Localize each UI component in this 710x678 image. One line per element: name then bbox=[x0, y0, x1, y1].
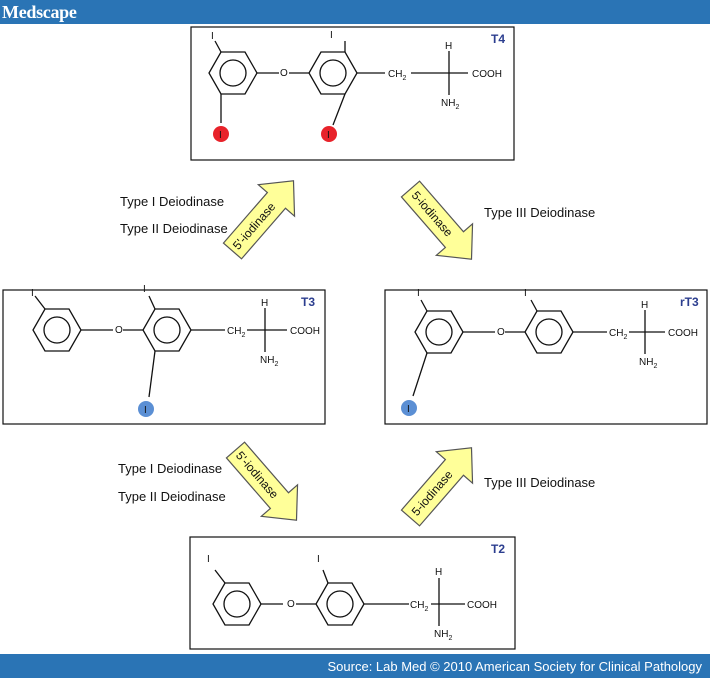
atom-hydrogen: H bbox=[435, 567, 442, 578]
atom-iodine: I bbox=[207, 554, 210, 565]
outer-ring-iodine-marker bbox=[213, 126, 229, 142]
atom-nh2: NH2 bbox=[441, 98, 459, 111]
molecule-box bbox=[2, 289, 326, 425]
atom-oxygen: O bbox=[287, 599, 295, 610]
inner-ring-iodine-marker bbox=[138, 401, 154, 417]
atom-oxygen: O bbox=[280, 68, 288, 79]
enzyme-label: Type I Deiodinase bbox=[120, 194, 224, 209]
atom-iodine: I bbox=[211, 31, 214, 42]
atom-hydrogen: H bbox=[261, 298, 268, 309]
header-bar: Medscape bbox=[0, 0, 710, 24]
atom-cooh: COOH bbox=[472, 69, 502, 80]
atom-ch2: CH2 bbox=[609, 328, 627, 341]
arrow-t4-to-rt3: 5-iodinase bbox=[400, 180, 474, 260]
atom-iodine: I bbox=[327, 130, 330, 141]
atom-iodine: I bbox=[407, 404, 410, 415]
molecule-t2: T2 I O I CH2 H COOH NH2 bbox=[189, 536, 516, 650]
atom-ch2: CH2 bbox=[227, 326, 245, 339]
atom-nh2: NH2 bbox=[260, 355, 278, 368]
atom-iodine: I bbox=[143, 284, 146, 295]
atom-iodine: I bbox=[144, 405, 147, 416]
inner-ring-iodine-marker bbox=[401, 400, 417, 416]
arrow-rt3-to-t2: 5-iodinase bbox=[400, 447, 474, 527]
atom-ch2: CH2 bbox=[388, 69, 406, 82]
molecule-t4: T4 I I O I I CH2 H COOH bbox=[190, 26, 515, 161]
molecule-name: T3 bbox=[301, 295, 315, 309]
atom-hydrogen: H bbox=[445, 41, 452, 52]
atom-iodine: I bbox=[219, 130, 222, 141]
enzyme-label: Type I Deiodinase bbox=[118, 461, 222, 476]
atom-oxygen: O bbox=[497, 327, 505, 338]
atom-iodine: I bbox=[524, 288, 527, 299]
molecule-box bbox=[384, 289, 708, 425]
enzyme-label: Type II Deiodinase bbox=[120, 221, 228, 236]
molecule-name: rT3 bbox=[680, 295, 699, 309]
atom-hydrogen: H bbox=[641, 300, 648, 311]
atom-cooh: COOH bbox=[290, 326, 320, 337]
atom-ch2: CH2 bbox=[410, 600, 428, 613]
molecule-name: T4 bbox=[491, 32, 505, 46]
source-credit: Source: Lab Med © 2010 American Society … bbox=[327, 659, 703, 674]
atom-oxygen: O bbox=[115, 325, 123, 336]
arrow-t3-to-t2: 5'-iodinase bbox=[225, 441, 299, 521]
atom-cooh: COOH bbox=[668, 328, 698, 339]
molecule-name: T2 bbox=[491, 542, 505, 556]
deiodination-diagram: 5'-iodinase 5-iodinase 5'-iodinase 5-iod… bbox=[2, 26, 708, 650]
atom-iodine: I bbox=[330, 30, 333, 41]
medscape-logo: Medscape bbox=[2, 2, 77, 22]
molecule-rt3: rT3 I I O I CH2 H COOH NH2 bbox=[384, 288, 708, 425]
outer-ring-iodine-marker bbox=[321, 126, 337, 142]
atom-nh2: NH2 bbox=[639, 357, 657, 370]
arrow-t4-to-t3: 5'-iodinase bbox=[222, 180, 296, 260]
enzyme-label: Type II Deiodinase bbox=[118, 489, 226, 504]
atom-iodine: I bbox=[317, 554, 320, 565]
enzyme-label: Type III Deiodinase bbox=[484, 475, 595, 490]
molecule-box bbox=[189, 536, 516, 650]
atom-iodine: I bbox=[417, 288, 420, 299]
footer-bar: Source: Lab Med © 2010 American Society … bbox=[0, 654, 710, 678]
atom-iodine: I bbox=[31, 288, 34, 299]
molecule-t3: T3 I O I I CH2 H COOH NH2 bbox=[2, 284, 326, 425]
enzyme-label: Type III Deiodinase bbox=[484, 205, 595, 220]
atom-cooh: COOH bbox=[467, 600, 497, 611]
atom-nh2: NH2 bbox=[434, 629, 452, 642]
